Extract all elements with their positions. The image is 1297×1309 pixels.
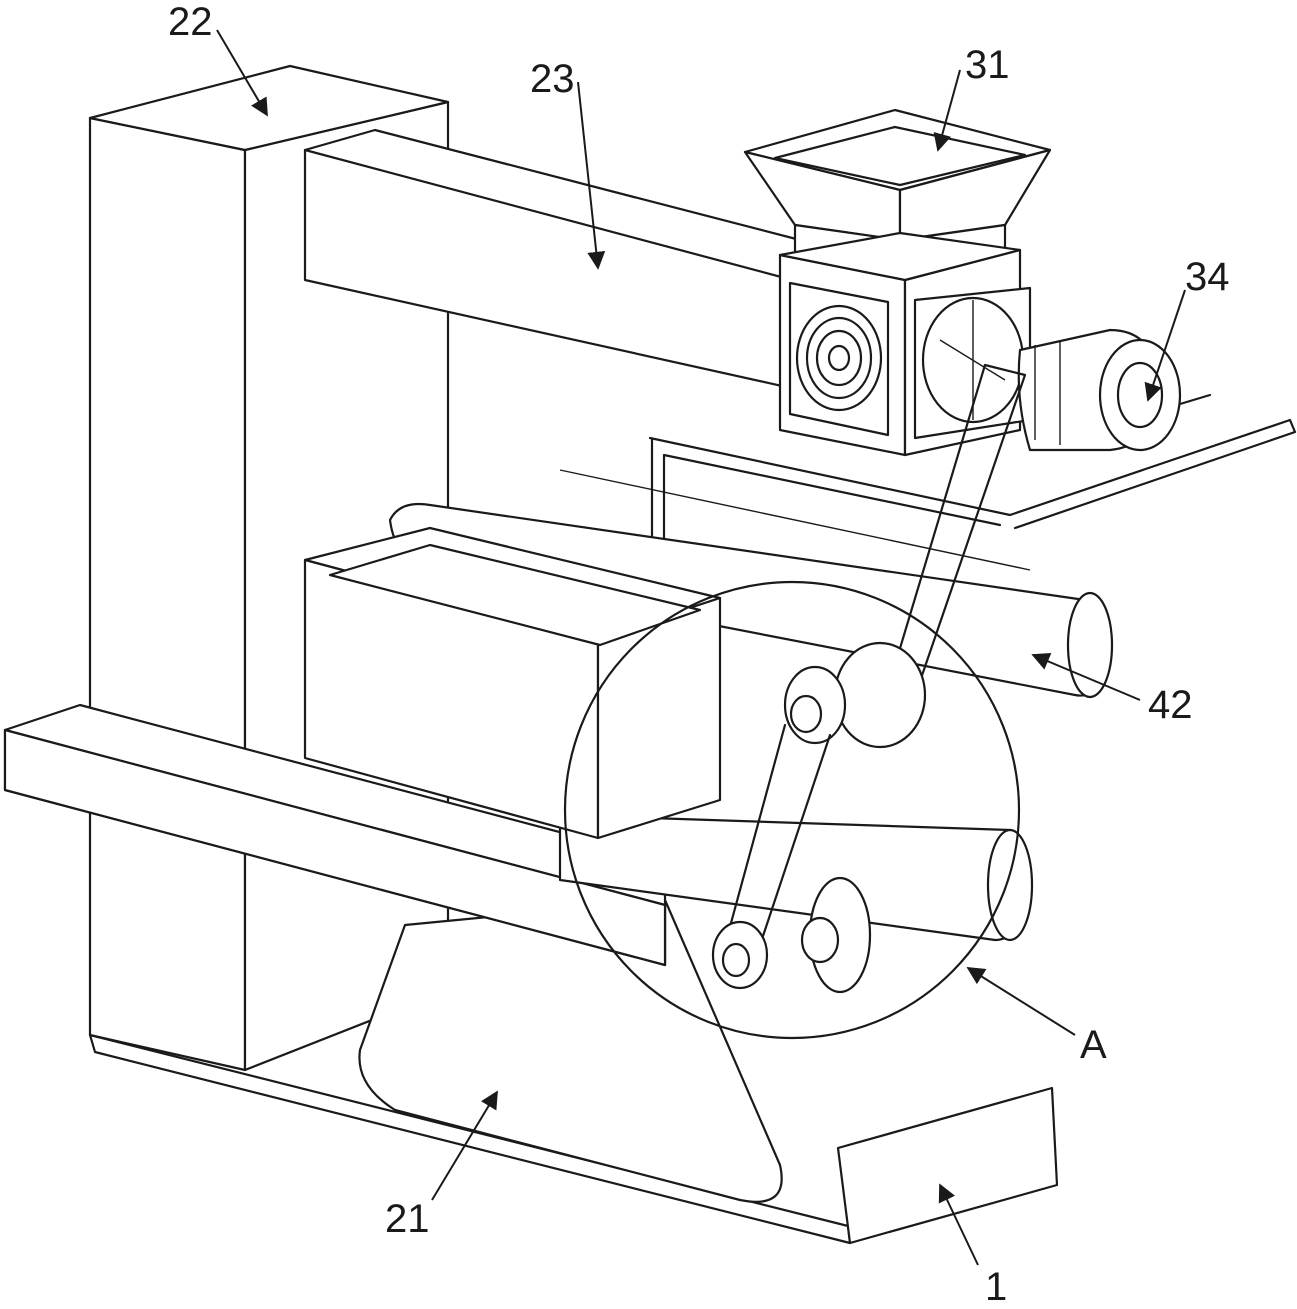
fan-grille (788, 281, 890, 437)
label-34: 34 (1185, 255, 1230, 299)
side-fan (913, 286, 1032, 440)
leader-lines (216, 29, 1186, 1266)
conical-support (358, 898, 783, 1203)
motor (1017, 328, 1182, 452)
belt-drive (711, 363, 1027, 990)
collection-box (303, 526, 722, 840)
label-21: 21 (385, 1197, 430, 1241)
lower-conveyor (558, 813, 1034, 994)
label-23: 23 (530, 57, 575, 101)
lower-arm (3, 703, 667, 967)
label-42: 42 (1148, 683, 1193, 727)
label-1: 1 (985, 1265, 1007, 1309)
detail-circle-a (563, 580, 1021, 1040)
label-a: A (1080, 1023, 1107, 1067)
label-31: 31 (965, 43, 1010, 87)
label-22: 22 (168, 0, 213, 44)
